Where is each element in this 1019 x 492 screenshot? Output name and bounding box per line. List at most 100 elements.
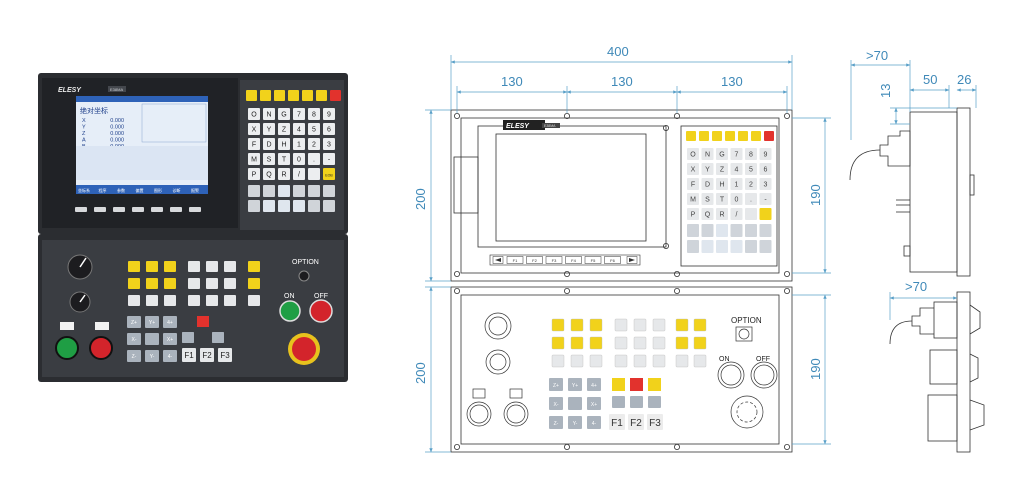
keypad-key[interactable] xyxy=(308,168,320,180)
bezel-softkey-button[interactable] xyxy=(75,207,87,212)
edit-key[interactable] xyxy=(248,185,260,197)
keypad-key[interactable] xyxy=(278,108,290,120)
keypad-key[interactable] xyxy=(263,123,275,135)
mode-key[interactable] xyxy=(128,278,140,289)
mode-key[interactable] xyxy=(188,278,200,289)
keypad-key[interactable] xyxy=(278,123,290,135)
keypad-function-key[interactable] xyxy=(246,90,257,101)
mode-key[interactable] xyxy=(146,295,158,306)
keypad-key[interactable] xyxy=(323,138,335,150)
power-off-button[interactable] xyxy=(309,299,333,323)
drawing-jog-key xyxy=(549,416,563,429)
edit-key[interactable] xyxy=(323,200,335,212)
keypad-key[interactable] xyxy=(323,168,335,180)
arrow-key[interactable] xyxy=(278,200,290,212)
mode-key[interactable] xyxy=(206,278,218,289)
bezel-softkey-button[interactable] xyxy=(132,207,144,212)
mode-key[interactable] xyxy=(128,261,140,272)
arrow-key[interactable] xyxy=(263,200,275,212)
keypad-key[interactable] xyxy=(293,108,305,120)
arrow-key[interactable] xyxy=(278,185,290,197)
mode-key[interactable] xyxy=(248,261,260,272)
keypad-key[interactable] xyxy=(263,168,275,180)
mode-key[interactable] xyxy=(188,261,200,272)
mode-key[interactable] xyxy=(224,295,236,306)
mode-key[interactable] xyxy=(206,295,218,306)
keypad-key[interactable] xyxy=(308,108,320,120)
jog-key[interactable] xyxy=(163,316,177,328)
keypad-key[interactable] xyxy=(308,153,320,165)
mode-key[interactable] xyxy=(224,278,236,289)
keypad-function-key[interactable] xyxy=(302,90,313,101)
keypad-key[interactable] xyxy=(248,108,260,120)
keypad-key[interactable] xyxy=(323,108,335,120)
keypad-key[interactable] xyxy=(323,153,335,165)
keypad-function-key[interactable] xyxy=(260,90,271,101)
power-on-button[interactable] xyxy=(279,300,301,322)
keypad-key[interactable] xyxy=(293,138,305,150)
keypad-key[interactable] xyxy=(308,138,320,150)
jog-key[interactable] xyxy=(163,350,177,362)
arrow-key[interactable] xyxy=(293,200,305,212)
bezel-softkey-button[interactable] xyxy=(113,207,125,212)
edit-key[interactable] xyxy=(248,200,260,212)
mode-key[interactable] xyxy=(188,295,200,306)
keypad-key[interactable] xyxy=(293,168,305,180)
keypad-key[interactable] xyxy=(293,153,305,165)
keypad-key-label: 6 xyxy=(327,127,331,134)
keypad-key[interactable] xyxy=(278,168,290,180)
keypad-key[interactable] xyxy=(263,138,275,150)
jog-key[interactable] xyxy=(145,316,159,328)
keypad-function-key[interactable] xyxy=(274,90,285,101)
keypad-key[interactable] xyxy=(293,123,305,135)
red-key[interactable] xyxy=(197,316,209,327)
mode-key[interactable] xyxy=(146,278,158,289)
bezel-softkey-button[interactable] xyxy=(94,207,106,212)
bezel-softkey-button[interactable] xyxy=(151,207,163,212)
keypad-key[interactable] xyxy=(248,138,260,150)
mode-key[interactable] xyxy=(164,295,176,306)
keypad-function-key[interactable] xyxy=(316,90,327,101)
mode-key[interactable] xyxy=(248,295,260,306)
mode-key[interactable] xyxy=(248,278,260,289)
f-key[interactable] xyxy=(182,348,196,362)
f-key[interactable] xyxy=(200,348,214,362)
option-switch[interactable] xyxy=(298,270,310,282)
mode-key[interactable] xyxy=(164,261,176,272)
mode-key[interactable] xyxy=(128,295,140,306)
feed-hold-button[interactable] xyxy=(89,336,113,360)
keypad-key[interactable] xyxy=(308,123,320,135)
jog-key[interactable] xyxy=(127,350,141,362)
keypad-key[interactable] xyxy=(278,138,290,150)
aux-key[interactable] xyxy=(182,332,194,343)
keypad-key[interactable] xyxy=(248,123,260,135)
edit-key[interactable] xyxy=(308,185,320,197)
keypad-key[interactable] xyxy=(278,153,290,165)
emergency-stop-button[interactable] xyxy=(292,337,316,361)
edit-key[interactable] xyxy=(323,185,335,197)
keypad-function-key[interactable] xyxy=(288,90,299,101)
aux-key[interactable] xyxy=(212,332,224,343)
jog-key[interactable] xyxy=(163,333,177,345)
keypad-key[interactable] xyxy=(248,168,260,180)
keypad-key[interactable] xyxy=(263,108,275,120)
f-key[interactable] xyxy=(218,348,232,362)
cycle-start-button[interactable] xyxy=(55,336,79,360)
mode-key[interactable] xyxy=(206,261,218,272)
mode-key[interactable] xyxy=(146,261,158,272)
edit-key[interactable] xyxy=(263,185,275,197)
keypad-key[interactable] xyxy=(323,123,335,135)
keypad-key[interactable] xyxy=(248,153,260,165)
bezel-softkey-button[interactable] xyxy=(170,207,182,212)
edit-key[interactable] xyxy=(293,185,305,197)
jog-key[interactable] xyxy=(127,316,141,328)
mode-key[interactable] xyxy=(224,261,236,272)
keypad-function-key[interactable] xyxy=(330,90,341,101)
jog-key[interactable] xyxy=(127,333,141,345)
keypad-key[interactable] xyxy=(263,153,275,165)
edit-key[interactable] xyxy=(308,200,320,212)
mode-key[interactable] xyxy=(164,278,176,289)
jog-key[interactable] xyxy=(145,333,159,345)
bezel-softkey-button[interactable] xyxy=(189,207,201,212)
jog-key[interactable] xyxy=(145,350,159,362)
